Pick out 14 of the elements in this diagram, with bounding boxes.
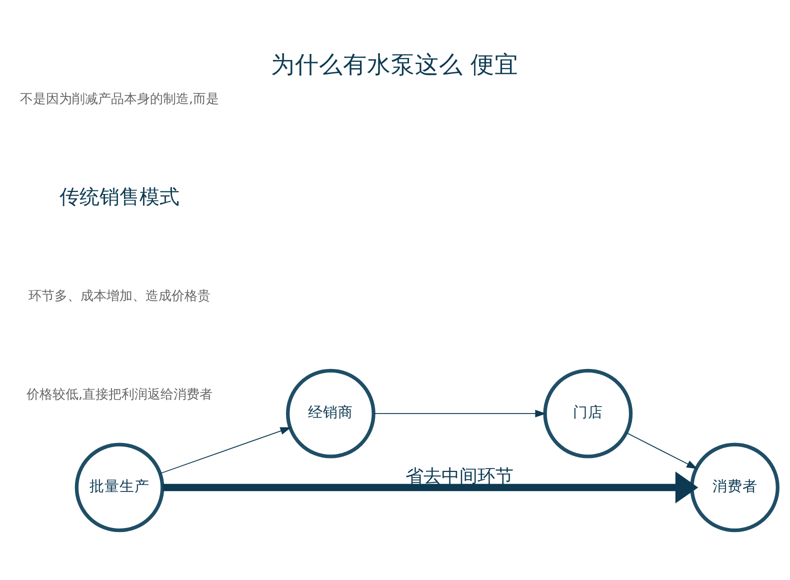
- arrow: [160, 427, 292, 474]
- diagram-title: 为什么有水泵这么 便宜: [271, 50, 519, 78]
- label: 传统销售模式: [60, 184, 180, 208]
- arrow: [162, 472, 698, 504]
- node-circle: 批量生产: [74, 442, 164, 532]
- edge-label: 省去中间环节: [405, 466, 514, 488]
- node-circle: 经销商: [286, 368, 376, 458]
- node-circle: 门店: [543, 368, 633, 458]
- node-circle: 消费者: [690, 442, 780, 532]
- label: 不是因为削减产品本身的制造,而是: [20, 92, 220, 108]
- arrow: [373, 410, 546, 418]
- label: 价格较低,直接把利润返给消费者: [26, 388, 213, 403]
- arrow: [626, 432, 698, 469]
- label: 环节多、成本增加、造成价格贵: [28, 289, 211, 304]
